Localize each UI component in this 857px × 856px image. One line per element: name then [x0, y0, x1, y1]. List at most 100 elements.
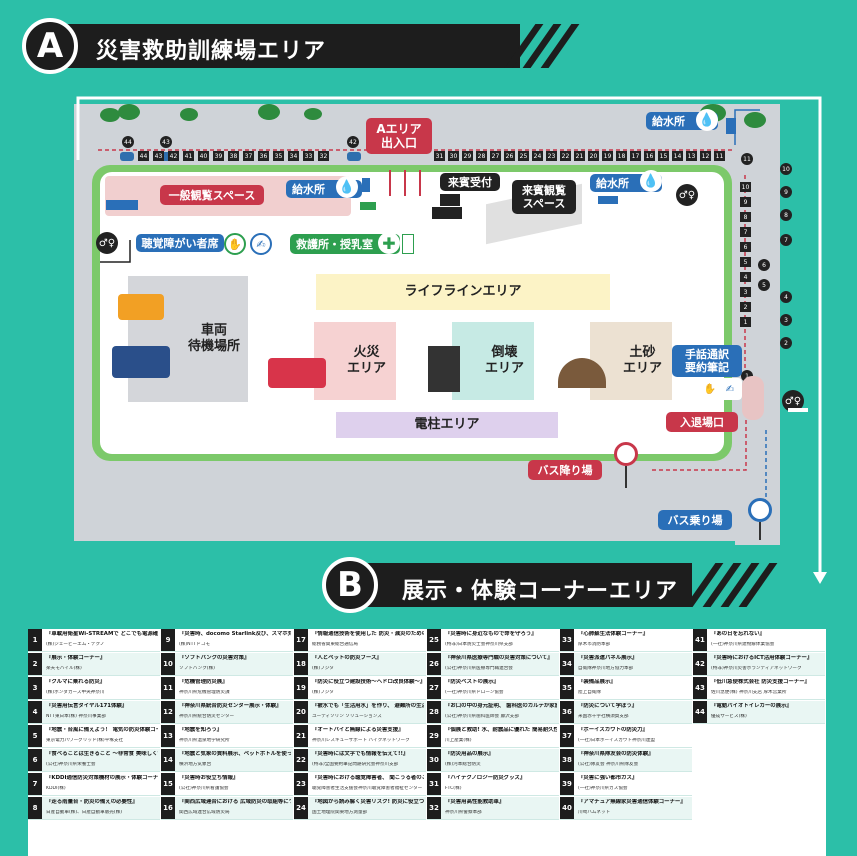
exit-arrow-icon: [788, 408, 808, 412]
tree-icon: [304, 108, 322, 120]
tree-icon: [180, 108, 198, 121]
exhibitor-row: 36『防災について学ぼう』米国赤十字社横須賀支部: [560, 701, 692, 724]
exhibitor-org: (株)フジタ: [312, 666, 334, 671]
exhibitor-title: 『災害に強い都市ガス』: [578, 775, 638, 781]
exhibitor-number: 25: [427, 629, 441, 651]
exhibitor-org: 自衛隊神奈川地方協力本部: [578, 666, 634, 671]
exhibitor-row: 1『車載用衛星Wi-STREAMで どこでも電源確保！』(株)ジェービーエム・テ…: [28, 629, 160, 652]
exhibitor-number: 9: [161, 629, 175, 651]
exhibitor-title: 『KDDI通信防災対策機材の展示・体験コーナー』: [46, 775, 158, 781]
road-area: [74, 430, 94, 540]
exhibitor-row: 31『ハイテクノロジー防災グッズ』FTC(株): [427, 773, 559, 796]
exhibitor-org: (株)フジタ: [312, 690, 334, 695]
excavator-icon: [118, 294, 164, 320]
exhibitor-number: 12: [161, 701, 175, 723]
exhibitor-number: 13: [161, 725, 175, 747]
marker-4: 4: [780, 291, 792, 303]
exhibitor-org: 川上産業(株): [445, 738, 472, 743]
marker-2: 2: [780, 337, 792, 349]
exhibitor-title: 『情報通信技術を使用した 防災・減災のための啓発・対策等の紹介』: [312, 631, 424, 637]
exhibitor-title: 『走る雨量台・防災の備えの必要性』: [46, 799, 138, 805]
parking-slot: 43: [153, 151, 164, 161]
exhibitor-org: (一社)神奈川県建物解体業協会: [711, 642, 775, 647]
car-icon: [347, 152, 361, 161]
marker-8: 8: [780, 209, 792, 221]
sign-language-label: 手話通訳 要約筆記: [672, 345, 742, 377]
collapsed-building-icon: [428, 346, 460, 392]
parking-slot: 10: [740, 182, 751, 192]
exhibitor-number: 3: [28, 677, 42, 699]
exhibitor-row: 38『神奈川県隊友会の防災体験』(公社)隊友会 神奈川県隊友会: [560, 749, 692, 772]
exhibitor-number: 21: [294, 725, 308, 747]
marker-6: 6: [758, 259, 770, 271]
marker-43: 43: [160, 136, 172, 148]
exhibitor-number: 10: [161, 653, 175, 675]
exhibitor-title: 『災害時に身近なもので命を守ろう』: [445, 631, 537, 637]
exhibitor-number: 32: [427, 797, 441, 819]
marker-9: 9: [780, 186, 792, 198]
parking-slot: 32: [318, 151, 329, 161]
car-icon: [160, 152, 174, 161]
exhibitor-row: 16『関西広域連合における 広域防災の取組等について』関西広域連合広域防災局: [161, 797, 293, 820]
exhibitor-org: 横浜地方気象台: [179, 762, 212, 767]
exhibitor-row: 13『地震を知ろう』神奈川県温泉地学研究所: [161, 725, 293, 748]
parking-slot: 36: [258, 151, 269, 161]
exhibitor-org: (公社)神奈川県看護協会: [179, 786, 229, 791]
exhibitor-org: 米国赤十字社横須賀支部: [578, 714, 629, 719]
sign-language-icon: ✋: [700, 379, 720, 399]
exhibitor-number: 15: [161, 773, 175, 795]
exhibitor-row: 44『電動バイオトイレカーの展示』優成サービス(株): [693, 701, 825, 724]
exhibitor-number: 36: [560, 701, 574, 723]
parking-slot: 23: [546, 151, 557, 161]
exhibitor-number: 43: [693, 677, 707, 699]
exhibitor-org: (特非)神奈川災害ボランティアネットワーク: [711, 666, 802, 671]
exhibitor-org: 陸上自衛隊: [578, 690, 601, 695]
parking-slot: 2: [740, 302, 751, 312]
parking-slot: 40: [198, 151, 209, 161]
exhibitor-number: 6: [28, 749, 42, 771]
exhibitor-number: 40: [560, 797, 574, 819]
exhibitor-number: 14: [161, 749, 175, 771]
sign-language-icon: ✋: [224, 233, 246, 255]
parking-slot: 21: [574, 151, 585, 161]
exhibitor-row: 42『災害時におけるICT活用体験コーナー』(特非)神奈川災害ボランティアネット…: [693, 653, 825, 676]
exhibitor-number: 34: [560, 653, 574, 675]
exhibitor-row: 43『低川急便株式会社 防災支援コーナー』佐川急便(株) 神奈川支店 厚木営業所: [693, 677, 825, 700]
exhibitor-title: 『地図から読み解く災害リスク! 防災に役立つ国土地理院の地図』: [312, 799, 424, 805]
parking-slot: 16: [644, 151, 655, 161]
exhibitor-title: 『災害用高性能救助車』: [445, 799, 505, 805]
exhibitor-org: (株)ジェービーエム・テクノ: [46, 642, 105, 647]
water-label: 給水所: [292, 183, 325, 196]
exhibitor-org: ソフトバンク(株): [179, 666, 215, 671]
tree-icon: [258, 104, 280, 120]
exhibitor-row: 11『危機管理防災展』神奈川県危機管理防災課: [161, 677, 293, 700]
exhibitor-number: 31: [427, 773, 441, 795]
exhibitor-org: 優成サービス(株): [711, 714, 747, 719]
exhibitor-title: 『防災に役立つ建設技術～ヘドロ改良体験～』: [312, 679, 424, 685]
exhibitor-org: 国土地理院関東地方測量部: [312, 810, 368, 815]
exhibitor-row: 21『オートバイと無線による災害支援』神奈川レスキューサポート バイクネットワー…: [294, 725, 426, 748]
exhibitor-org: NTT東日本(株) 神奈川事業部: [46, 714, 106, 719]
exhibitor-org: 神奈川県温泉地学研究所: [179, 738, 230, 743]
water-tank-icon: [598, 196, 618, 204]
parking-slot: 31: [434, 151, 445, 161]
exhibitor-row: 30『防災用品の展示』(株)河本総合防災: [427, 749, 559, 772]
exhibitor-org: 楽天モバイル(株): [46, 666, 82, 671]
exhibitor-number: 11: [161, 677, 175, 699]
exhibitor-org: 神奈川県警察本部: [445, 810, 482, 815]
exhibitor-title: 『ハイテクノロジー防災グッズ』: [445, 775, 526, 781]
exhibitor-row: 34『災害派遣パネル展示』自衛隊神奈川地方協力本部: [560, 653, 692, 676]
exhibitor-number: 30: [427, 749, 441, 771]
parking-slot: 5: [740, 257, 751, 267]
tree-icon: [100, 108, 120, 122]
exhibitor-row: 8『走る雨量台・防災の備えの必要性』日産自動車(株)、日産自動車販売(株): [28, 797, 160, 820]
exhibitor-title: 『関西広域連合における 広域防災の取組等について』: [179, 799, 291, 805]
tree-icon: [118, 104, 140, 120]
exhibitor-title: 『被水でも「生活用水」を作り、 避難所の生活環境を守ります』: [312, 703, 424, 709]
exhibitor-number: 29: [427, 725, 441, 747]
exhibitor-title: 『ソフトバンクの災害対策』: [179, 655, 250, 661]
water-tank-icon: [726, 118, 736, 134]
exhibitor-number: 5: [28, 725, 42, 747]
exhibitor-number: 18: [294, 653, 308, 675]
parking-slot: 30: [448, 151, 459, 161]
